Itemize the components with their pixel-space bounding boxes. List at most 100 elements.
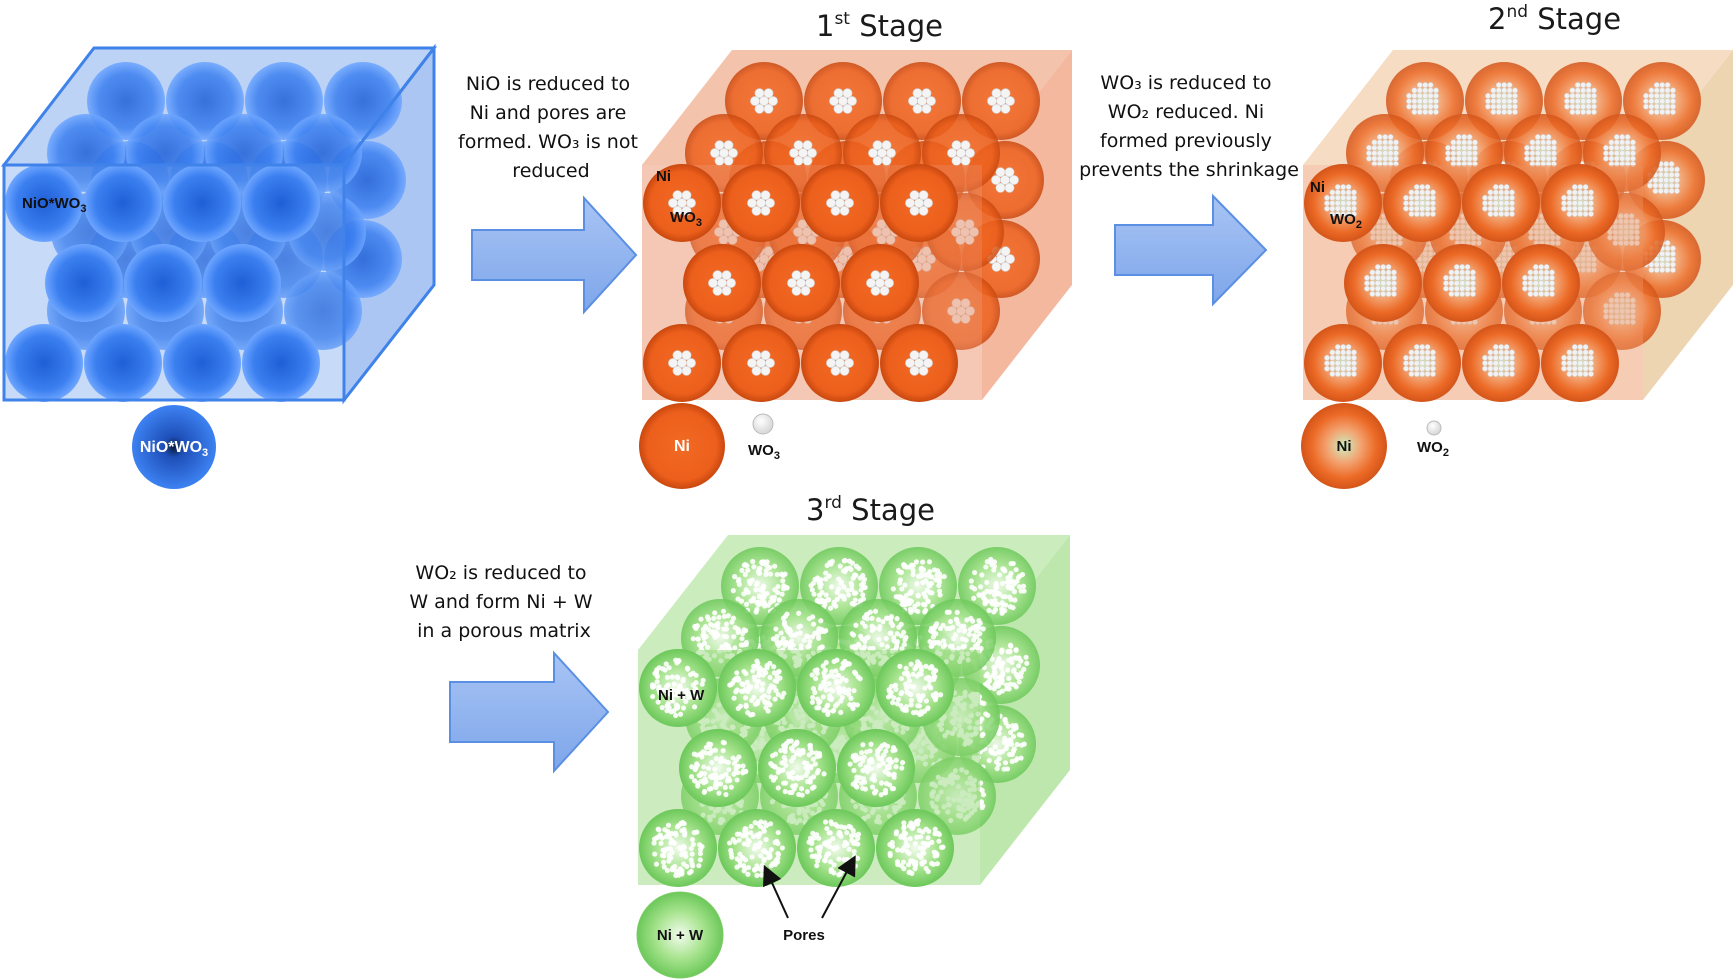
particle-sphere [712, 285, 723, 296]
particle-sphere [1419, 344, 1426, 350]
particle-sphere [651, 840, 657, 846]
particle-sphere [698, 616, 704, 622]
particle-sphere [840, 866, 846, 873]
particle-sphere [1588, 349, 1594, 356]
stage1-description: NiO is reduced to Ni and pores are forme… [458, 73, 644, 182]
particle-sphere [810, 686, 817, 692]
particle-sphere [938, 789, 944, 795]
particle-sphere [1408, 211, 1415, 217]
particle-sphere [839, 205, 850, 216]
particle-sphere [999, 600, 1005, 606]
particle-sphere [734, 831, 741, 837]
particle-sphere [658, 840, 664, 846]
particle-sphere [823, 570, 829, 576]
particle-sphere [772, 563, 778, 569]
particle-sphere [1643, 103, 1649, 110]
particle-sphere [691, 704, 698, 710]
particle-sphere [849, 587, 855, 593]
particle-sphere [906, 850, 912, 856]
particle-sphere [1424, 194, 1431, 201]
particle-sphere [691, 778, 698, 784]
particle-sphere [1016, 584, 1023, 590]
particle-sphere [819, 589, 825, 596]
particle-sphere [831, 658, 837, 665]
particle-sphere [761, 583, 767, 589]
particle-sphere [674, 660, 680, 666]
particle-sphere [689, 851, 695, 857]
particle-sphere [737, 862, 743, 868]
particle-sphere [1577, 354, 1584, 361]
particle-sphere [1002, 760, 1009, 766]
particle-sphere [723, 140, 734, 151]
particle-sphere [1527, 269, 1534, 276]
particle-sphere [812, 853, 818, 860]
particle-sphere [1413, 365, 1420, 372]
particle-sphere [1653, 87, 1660, 94]
particle-sphere [1472, 161, 1478, 167]
particle-sphere [736, 837, 742, 843]
particle-sphere [704, 652, 710, 658]
particle-sphere [1566, 205, 1573, 212]
particle-sphere [1445, 150, 1451, 157]
particle-sphere [1329, 349, 1336, 356]
particle-sphere [816, 705, 822, 711]
particle-sphere [1492, 200, 1499, 207]
particle-sphere [1369, 285, 1376, 292]
particle-sphere [1387, 134, 1394, 140]
particle-sphere [763, 705, 769, 711]
particle-sphere [992, 744, 998, 750]
particle-sphere [847, 702, 853, 708]
particle-sphere [754, 832, 760, 838]
particle-sphere [979, 804, 985, 811]
particle-sphere [1524, 155, 1530, 162]
particle-sphere [775, 692, 781, 698]
particle-sphere [1663, 166, 1670, 173]
particle-sphere [1459, 285, 1466, 292]
particle-sphere [991, 563, 998, 569]
particle-sphere [1566, 371, 1573, 377]
particle-sphere [741, 868, 747, 874]
particle-sphere [789, 789, 795, 796]
particle-sphere [1543, 285, 1550, 292]
particle-sphere [790, 769, 796, 775]
particle-sphere [921, 103, 932, 114]
particle-sphere [912, 607, 918, 613]
particle-sphere [935, 809, 941, 815]
particle-sphere [908, 661, 914, 667]
particle-sphere [899, 847, 905, 854]
particle-sphere [923, 578, 929, 584]
particle-sphere [791, 270, 802, 281]
particle-sphere [1503, 371, 1510, 377]
particle-sphere [918, 190, 929, 201]
particle-sphere [1571, 365, 1578, 372]
particle-sphere [860, 596, 866, 602]
particle-sphere [1487, 349, 1494, 356]
particle-sphere [910, 822, 916, 828]
particle-sphere [873, 709, 879, 716]
particle-sphere [878, 780, 885, 786]
particle-sphere [905, 862, 912, 868]
particle-sphere [692, 686, 699, 692]
particle-sphere [918, 350, 929, 361]
particle-sphere [793, 751, 800, 757]
particle-sphere [962, 741, 968, 747]
particle-sphere [890, 586, 896, 592]
particle-sphere [1608, 150, 1615, 157]
particle-sphere [1580, 98, 1587, 105]
particle-sphere [820, 729, 827, 735]
particle-sphere [1569, 98, 1576, 105]
particle-sphere [773, 688, 779, 694]
particle-sphere [858, 633, 864, 639]
particle-sphere [937, 625, 944, 632]
particle-sphere [775, 785, 781, 791]
particle-sphere [759, 731, 765, 737]
particle-sphere [1419, 211, 1426, 217]
particle-sphere [708, 785, 714, 792]
particle-sphere [1406, 98, 1412, 105]
particle-sphere [767, 564, 773, 571]
particle-sphere [1391, 280, 1397, 287]
particle-sphere [929, 860, 935, 867]
particle-sphere [872, 140, 883, 151]
particle-sphere [739, 688, 745, 694]
particle-sphere [830, 350, 841, 361]
